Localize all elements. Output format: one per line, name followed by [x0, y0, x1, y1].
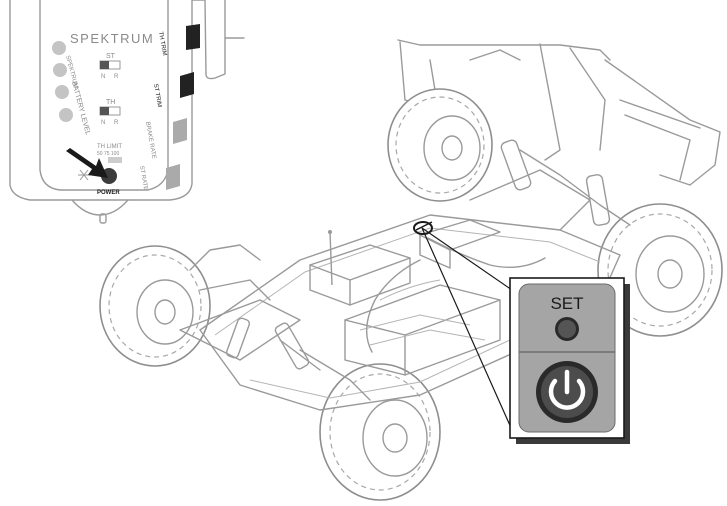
st-trim-label: ST TRIM [152, 83, 162, 107]
brake-rate-label: BRAKE RATE [144, 121, 156, 159]
th-limit-switch[interactable] [108, 157, 122, 163]
th-trim-button[interactable] [186, 24, 200, 50]
set-power-callout: SET [413, 221, 630, 444]
st-switch-n: N [101, 74, 105, 80]
led-3 [55, 85, 69, 99]
led-4 [59, 108, 73, 122]
battery-level-label: BATTERY LEVEL [70, 81, 91, 136]
callout-leader-lines [421, 227, 513, 431]
set-label: SET [550, 294, 583, 313]
st-switch-title: ST [106, 53, 116, 60]
th-switch-r: R [114, 120, 119, 126]
wheel-front-right [319, 363, 441, 501]
th-switch-title: TH [106, 99, 115, 106]
st-switch-knob [100, 61, 109, 69]
wheel-rear-left [387, 88, 493, 202]
transmitter-panel: SPEKTRUM SPEKTRUM BATTERY LEVEL ST N R T… [9, 0, 245, 224]
arrow-pointer-icon [66, 148, 108, 178]
st-rate-label: ST RATE [138, 165, 148, 190]
power-label: POWER [97, 190, 120, 196]
th-limit-values: 50 75 100 [97, 151, 119, 157]
brand-label: SPEKTRUM [70, 31, 154, 46]
st-rate-knob[interactable] [166, 164, 180, 190]
th-limit-title: TH LIMIT [97, 144, 122, 150]
wheel-front-left [99, 245, 211, 367]
switch-location-marker [413, 221, 433, 235]
led-2 [53, 63, 67, 77]
led-1 [52, 41, 66, 55]
st-switch-r: R [114, 74, 119, 80]
brake-rate-knob[interactable] [173, 118, 187, 144]
th-switch-n: N [101, 120, 105, 126]
th-trim-label: TH TRIM [157, 31, 167, 56]
th-switch-knob [100, 107, 109, 115]
rc-buggy-illustration [99, 39, 723, 501]
st-trim-button[interactable] [180, 72, 194, 98]
power-icon [548, 369, 586, 410]
